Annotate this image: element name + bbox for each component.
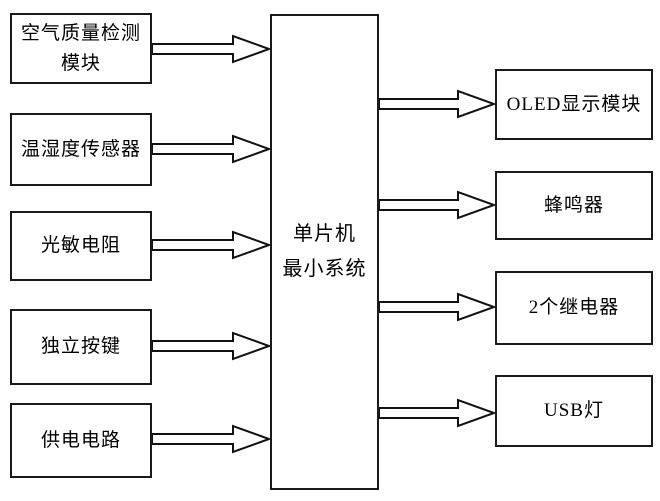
output-box-oled-display: OLED显示模块: [495, 69, 653, 140]
arrow-power-to-mcu: [151, 424, 272, 454]
mcu-minimum-system-box: 单片机 最小系统: [270, 14, 379, 490]
input-box-air-quality-module-label: 空气质量检测模块: [20, 23, 141, 74]
input-box-photoresistor-label: 光敏电阻: [40, 235, 121, 257]
output-box-relays-label: 2个继电器: [528, 297, 620, 319]
output-box-relays: 2个继电器: [495, 271, 653, 345]
arrow-mcu-to-buzzer: [378, 190, 497, 220]
arrow-temp-humidity-to-mcu: [151, 134, 272, 164]
input-box-independent-keys: 独立按键: [10, 309, 152, 385]
input-box-temp-humidity-sensor-label: 温湿度传感器: [20, 138, 141, 160]
output-box-buzzer-label: 蜂鸣器: [543, 194, 604, 216]
arrow-mcu-to-usb-light: [378, 398, 497, 428]
output-box-oled-display-label: OLED显示模块: [506, 93, 642, 115]
arrow-photoresistor-to-mcu: [151, 230, 272, 260]
input-box-power-supply: 供电电路: [10, 403, 152, 478]
input-box-air-quality-module: 空气质量检测模块: [10, 13, 152, 84]
arrow-mcu-to-relays: [378, 292, 497, 322]
arrow-keys-to-mcu: [151, 331, 272, 361]
output-box-usb-light: USB灯: [495, 375, 653, 447]
mcu-minimum-system-label: 单片机 最小系统: [282, 223, 367, 280]
input-box-photoresistor: 光敏电阻: [10, 211, 152, 281]
output-box-usb-light-label: USB灯: [544, 400, 604, 422]
input-box-independent-keys-label: 独立按键: [40, 336, 121, 358]
arrow-mcu-to-oled: [378, 89, 497, 119]
input-box-temp-humidity-sensor: 温湿度传感器: [10, 113, 152, 186]
output-box-buzzer: 蜂鸣器: [495, 171, 653, 240]
arrow-air-quality-to-mcu: [151, 34, 272, 64]
input-box-power-supply-label: 供电电路: [40, 429, 121, 451]
